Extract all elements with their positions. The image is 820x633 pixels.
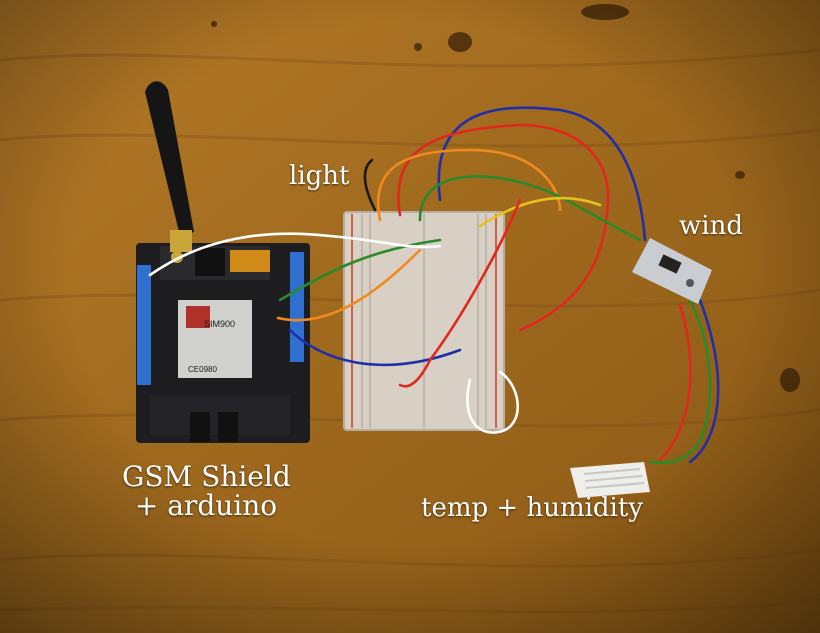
temp-humidity-sensor-icon — [570, 462, 650, 498]
breadboard-icon — [343, 211, 505, 431]
label-gsm-line1: GSM Shield — [122, 460, 291, 493]
header-right — [290, 252, 304, 362]
label-light: light — [289, 161, 350, 191]
wind-sensor-icon — [632, 238, 712, 304]
ce-mark: CE0980 — [188, 365, 217, 374]
label-wind: wind — [679, 211, 743, 241]
sim-chip-icon: SIM900 CE0980 — [178, 300, 252, 378]
antenna-icon — [145, 81, 194, 263]
label-gsm-line2: + arduino — [134, 489, 278, 523]
gsm-shield: SIM900 CE0980 — [136, 243, 310, 443]
label-temp-humidity: temp + humidity — [421, 493, 644, 523]
header-left — [137, 265, 151, 385]
label-gsm-shield: GSM Shield + arduino — [122, 460, 291, 523]
chip-label: SIM900 — [204, 319, 235, 329]
wires — [148, 106, 720, 465]
